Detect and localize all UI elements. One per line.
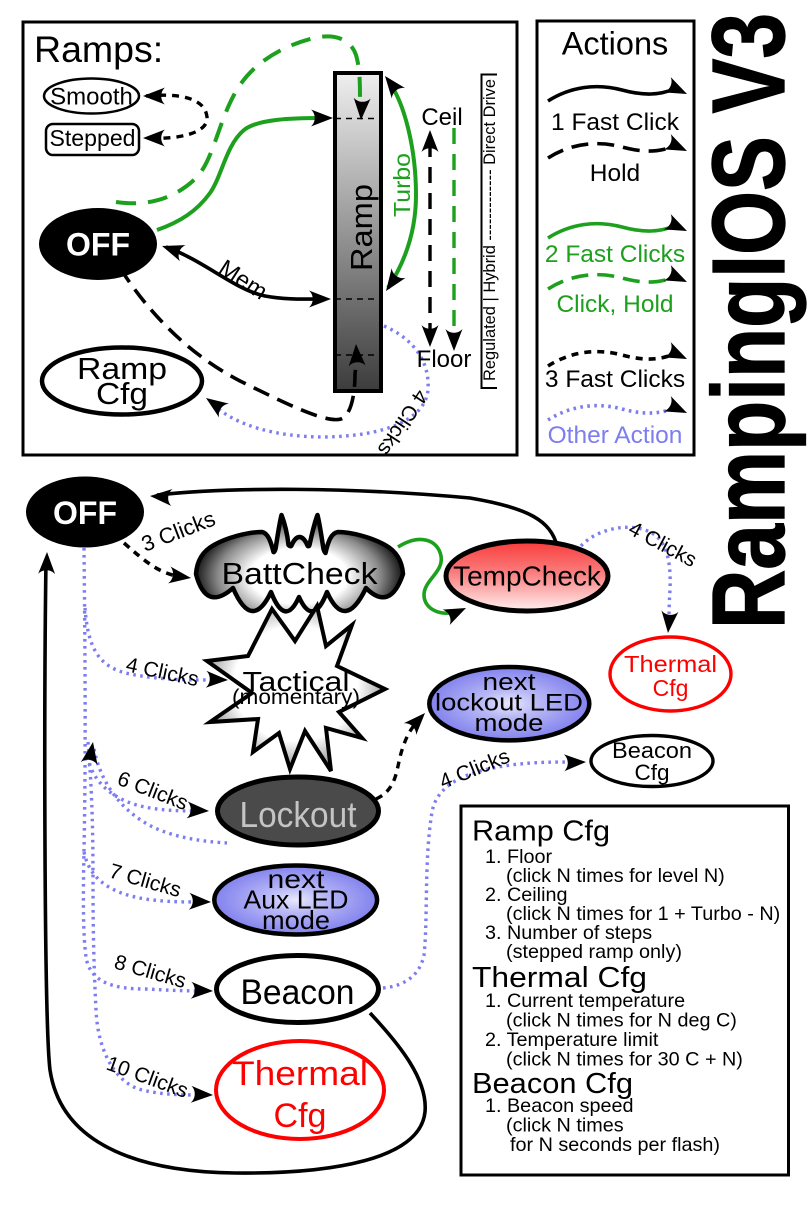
svg-text:OFF: OFF: [53, 495, 117, 531]
svg-text:1. Current temperature: 1. Current temperature: [485, 990, 685, 1012]
svg-text:Stepped: Stepped: [50, 125, 136, 151]
svg-text:next: next: [268, 864, 326, 894]
svg-text:Beacon Cfg: Beacon Cfg: [472, 1068, 633, 1100]
svg-text:Thermal Cfg: Thermal Cfg: [472, 962, 647, 994]
svg-text:(click N times for N deg C): (click N times for N deg C): [506, 1010, 737, 1032]
svg-text:Aux LED: Aux LED: [244, 885, 349, 915]
svg-text:(click N times for level N): (click N times for level N): [506, 865, 725, 887]
svg-text:1. Floor: 1. Floor: [485, 846, 552, 868]
svg-text:(click N times for 1 + Turbo -: (click N times for 1 + Turbo - N): [506, 903, 780, 925]
svg-text:Ramp Cfg: Ramp Cfg: [472, 816, 610, 848]
svg-text:Cfg: Cfg: [634, 760, 669, 785]
svg-text:Beacon: Beacon: [612, 738, 692, 763]
svg-text:Lockout: Lockout: [240, 794, 357, 835]
svg-text:1 Fast Click: 1 Fast Click: [551, 109, 680, 136]
svg-text:Thermal: Thermal: [624, 651, 717, 677]
svg-text:(click N times for 30 C + N): (click N times for 30 C + N): [506, 1049, 743, 1071]
svg-text:Floor: Floor: [417, 346, 472, 373]
svg-text:Regulated | Hybrid -----------: Regulated | Hybrid ------------- Direct …: [480, 79, 499, 381]
svg-text:Ceil: Ceil: [421, 104, 462, 131]
svg-text:next: next: [483, 669, 536, 696]
svg-text:2. Temperature limit: 2. Temperature limit: [485, 1029, 659, 1051]
svg-text:2 Fast Clicks: 2 Fast Clicks: [545, 241, 685, 268]
svg-text:Hold: Hold: [590, 160, 640, 187]
svg-text:Ramp: Ramp: [344, 184, 379, 271]
svg-text:Cfg: Cfg: [274, 1097, 327, 1135]
svg-text:Ramp: Ramp: [77, 351, 167, 386]
svg-text:mode: mode: [475, 710, 544, 737]
svg-text:Ramps:: Ramps:: [34, 28, 163, 70]
svg-text:Turbo: Turbo: [389, 153, 415, 217]
svg-text:Smooth: Smooth: [50, 84, 133, 111]
svg-text:lockout LED: lockout LED: [435, 690, 583, 717]
svg-text:Click, Hold: Click, Hold: [556, 291, 673, 318]
svg-text:Cfg: Cfg: [653, 675, 689, 701]
svg-text:(click N times: (click N times: [506, 1115, 624, 1137]
svg-text:Cfg: Cfg: [96, 376, 148, 411]
svg-text:2. Ceiling: 2. Ceiling: [485, 884, 567, 906]
svg-text:RampingIOS V3: RampingIOS V3: [691, 13, 806, 629]
svg-text:Thermal: Thermal: [232, 1055, 368, 1093]
svg-text:for N seconds per flash): for N seconds per flash): [510, 1134, 720, 1156]
svg-text:(stepped ramp only): (stepped ramp only): [506, 941, 682, 963]
svg-text:OFF: OFF: [66, 227, 130, 263]
svg-text:BattCheck: BattCheck: [222, 556, 379, 591]
svg-text:3 Fast Clicks: 3 Fast Clicks: [545, 366, 685, 393]
svg-text:Beacon: Beacon: [241, 973, 355, 1012]
svg-text:TempCheck: TempCheck: [453, 561, 602, 592]
svg-text:Tactical: Tactical: [243, 666, 350, 697]
svg-text:3. Number of steps: 3. Number of steps: [485, 922, 652, 944]
svg-text:Actions: Actions: [562, 26, 669, 62]
svg-text:Other Action: Other Action: [548, 422, 683, 449]
svg-text:mode: mode: [262, 905, 330, 935]
svg-text:(momentary): (momentary): [232, 686, 360, 709]
svg-text:1. Beacon speed: 1. Beacon speed: [485, 1095, 633, 1117]
